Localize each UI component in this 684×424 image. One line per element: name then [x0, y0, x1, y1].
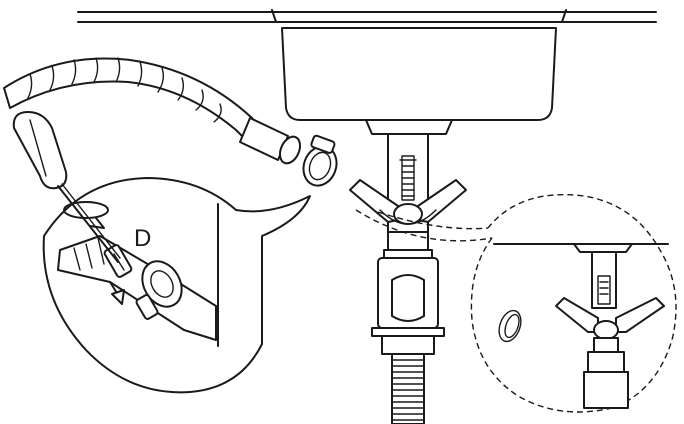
detail-circle-right [355, 193, 677, 413]
hose [3, 57, 302, 165]
sink-basin [271, 9, 567, 135]
drain-pipe [349, 133, 467, 259]
direction-arrow-icon [109, 281, 125, 305]
callout-label: D [134, 225, 151, 252]
countertop [77, 11, 657, 23]
hose-clamp [302, 134, 338, 187]
detail-circle-left [42, 177, 311, 394]
rotation-arrow-icon [63, 201, 109, 229]
siphon [371, 257, 445, 424]
screwdriver [12, 111, 121, 263]
